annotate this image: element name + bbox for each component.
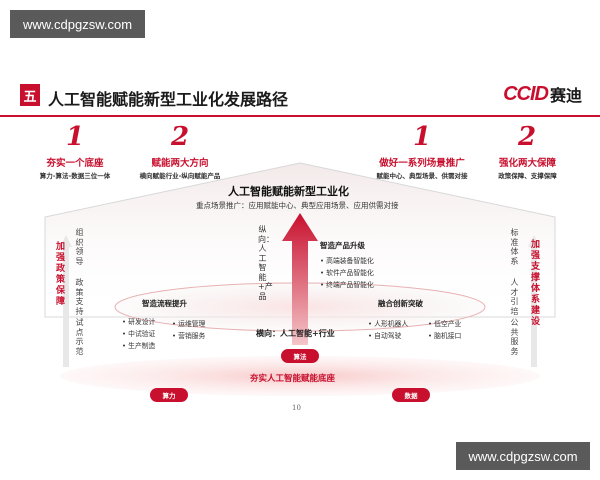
- left-item-2: 政策支持: [75, 278, 84, 316]
- section-badge: 五: [20, 84, 40, 106]
- process-col1-item-2: • 中试验证: [122, 330, 156, 338]
- top-col-3-title: 做好一系列场景推广: [379, 158, 465, 169]
- fusion-col2-item-2: • 脑机接口: [428, 332, 462, 340]
- left-support-arrow: [60, 235, 72, 367]
- data-pill: 数据: [392, 388, 430, 402]
- product-item-3-text: 终端产品智能化: [326, 281, 374, 289]
- product-box-title: 智造产品升级: [320, 241, 365, 250]
- watermark-bottom-right: www.cdpgzsw.com: [456, 442, 590, 470]
- header-divider: [0, 115, 600, 117]
- process-col1-item-2-text: 中试验证: [128, 330, 156, 338]
- horizontal-axis-label: 横向：人工智能+行业: [256, 329, 335, 338]
- fusion-col2-item-2-text: 脑机接口: [434, 332, 462, 340]
- fusion-col1-item-1-text: 人形机器人: [374, 320, 409, 328]
- process-col2-item-2-text: 营销服务: [178, 332, 206, 340]
- fusion-col1-item-2: • 自动驾驶: [368, 332, 402, 340]
- top-col-2-subtitle: 横向赋能行业-纵向赋能产品: [139, 172, 221, 180]
- process-col1-item-3-text: 生产制造: [128, 342, 156, 350]
- algorithm-pill: 算法: [281, 349, 319, 363]
- process-col2-item-1-text: 运维管理: [178, 320, 206, 328]
- right-support-label: 加强支撑体系建设: [530, 240, 540, 327]
- left-item-1: 组织领导: [75, 228, 84, 266]
- top-col-4-title: 强化两大保障: [498, 158, 556, 169]
- slide-title: 人工智能赋能新型工业化发展路径: [48, 90, 289, 109]
- fusion-col1-item-2-text: 自动驾驶: [374, 332, 402, 340]
- logo-brand: CCID: [503, 82, 549, 105]
- center-title: 人工智能赋能新型工业化: [228, 185, 349, 198]
- top-col-1-subtitle: 算力-算法-数据三位一体: [39, 172, 111, 180]
- fusion-col2-item-1: • 低空产业: [428, 320, 462, 328]
- left-policy-label: 加强政策保障: [55, 242, 65, 307]
- left-item-3: 试点示范: [75, 318, 84, 356]
- center-subtitle: 重点场景推广：应用赋能中心、典型应用场景、应用供需对接: [196, 201, 399, 210]
- top-col-1-number: 1: [65, 122, 85, 152]
- top-col-3-subtitle: 赋能中心、典型场景、供需对接: [376, 172, 468, 180]
- process-box-title: 智造流程提升: [142, 299, 187, 308]
- product-item-2: • 软件产品智能化: [320, 269, 374, 277]
- process-col1-item-1: • 研发设计: [122, 318, 156, 326]
- product-item-2-text: 软件产品智能化: [326, 269, 374, 277]
- fusion-box-title: 融合创新突破: [378, 299, 423, 308]
- product-item-1: • 高端装备智能化: [320, 257, 374, 265]
- top-col-4-number: 2: [517, 122, 537, 152]
- fusion-col2-item-1-text: 低空产业: [434, 320, 462, 328]
- top-col-1-title: 夯实一个底座: [46, 158, 104, 169]
- right-item-3: 公共服务: [510, 318, 519, 356]
- watermark-top-left: www.cdpgzsw.com: [10, 10, 145, 38]
- right-item-1: 标准体系: [510, 228, 519, 266]
- vertical-axis-label: 纵向：人工智能+产品: [258, 225, 274, 301]
- page-number: 10: [292, 404, 301, 412]
- ccid-logo: CCID 赛迪: [503, 82, 582, 106]
- base-ellipse: [60, 356, 540, 396]
- diagram-background: [44, 162, 556, 396]
- process-col1-item-3: • 生产制造: [122, 342, 156, 350]
- fusion-col1-item-1: • 人形机器人: [368, 320, 409, 328]
- product-item-3: • 终端产品智能化: [320, 281, 374, 289]
- top-col-4-subtitle: 政策保障、支撑保障: [498, 172, 557, 180]
- product-item-1-text: 高端装备智能化: [326, 257, 374, 265]
- top-col-2-number: 2: [170, 122, 190, 152]
- central-arrow: [282, 213, 318, 345]
- right-support-arrow: [528, 235, 540, 367]
- top-col-3-number: 1: [412, 122, 432, 152]
- process-col2-item-1: • 运维管理: [172, 320, 206, 328]
- right-item-2: 人才引培: [510, 278, 519, 316]
- compute-pill: 算力: [150, 388, 188, 402]
- base-label: 夯实人工智能赋能底座: [250, 374, 336, 384]
- logo-cn: 赛迪: [549, 86, 582, 105]
- top-col-2-title: 赋能两大方向: [151, 158, 209, 169]
- process-col2-item-2: • 营销服务: [172, 332, 206, 340]
- process-col1-item-1-text: 研发设计: [128, 318, 156, 326]
